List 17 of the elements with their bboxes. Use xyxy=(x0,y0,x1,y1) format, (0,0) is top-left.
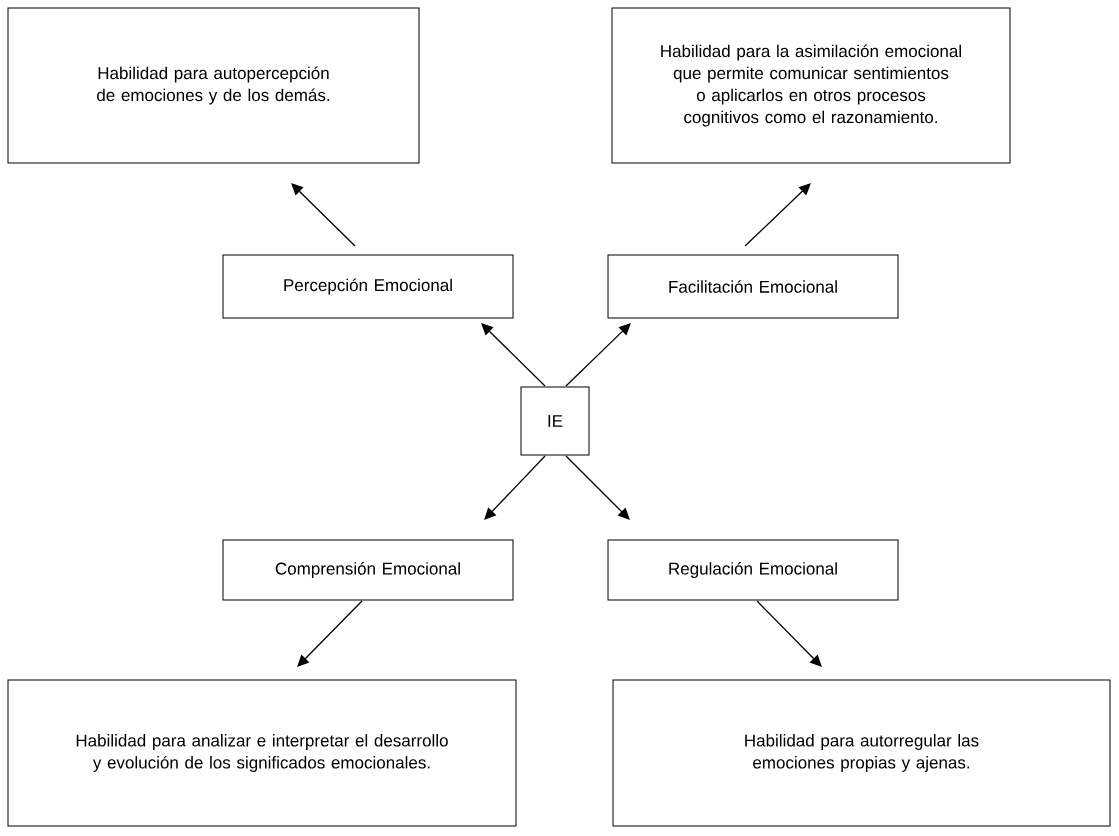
category-box: Facilitación Emocional xyxy=(607,254,899,319)
category-box: Percepción Emocional xyxy=(222,254,514,319)
arrow xyxy=(744,183,811,247)
arrow xyxy=(481,323,546,387)
arrow xyxy=(565,323,631,387)
center-box: IE xyxy=(520,386,590,456)
description-box: Habilidad para autopercepción de emociones y de los demás. xyxy=(7,7,420,164)
arrow xyxy=(291,183,356,247)
arrow xyxy=(756,600,822,667)
description-box: Habilidad para autorregular las emociones propias y ajenas. xyxy=(612,679,1111,827)
description-box: Habilidad para la asimilación emocional que permite comunicar sentimientos o aplicarlos en otros procesos cognitivos como el razonamiento. xyxy=(611,7,1011,164)
category-box: Regulación Emocional xyxy=(607,539,899,601)
description-box: Habilidad para analizar e interpretar el desarrollo y evolución de los significados emocionales. xyxy=(7,679,517,827)
arrow xyxy=(565,455,630,520)
arrow xyxy=(484,455,546,520)
category-box: Comprensión Emocional xyxy=(222,539,514,601)
arrow xyxy=(297,600,363,667)
